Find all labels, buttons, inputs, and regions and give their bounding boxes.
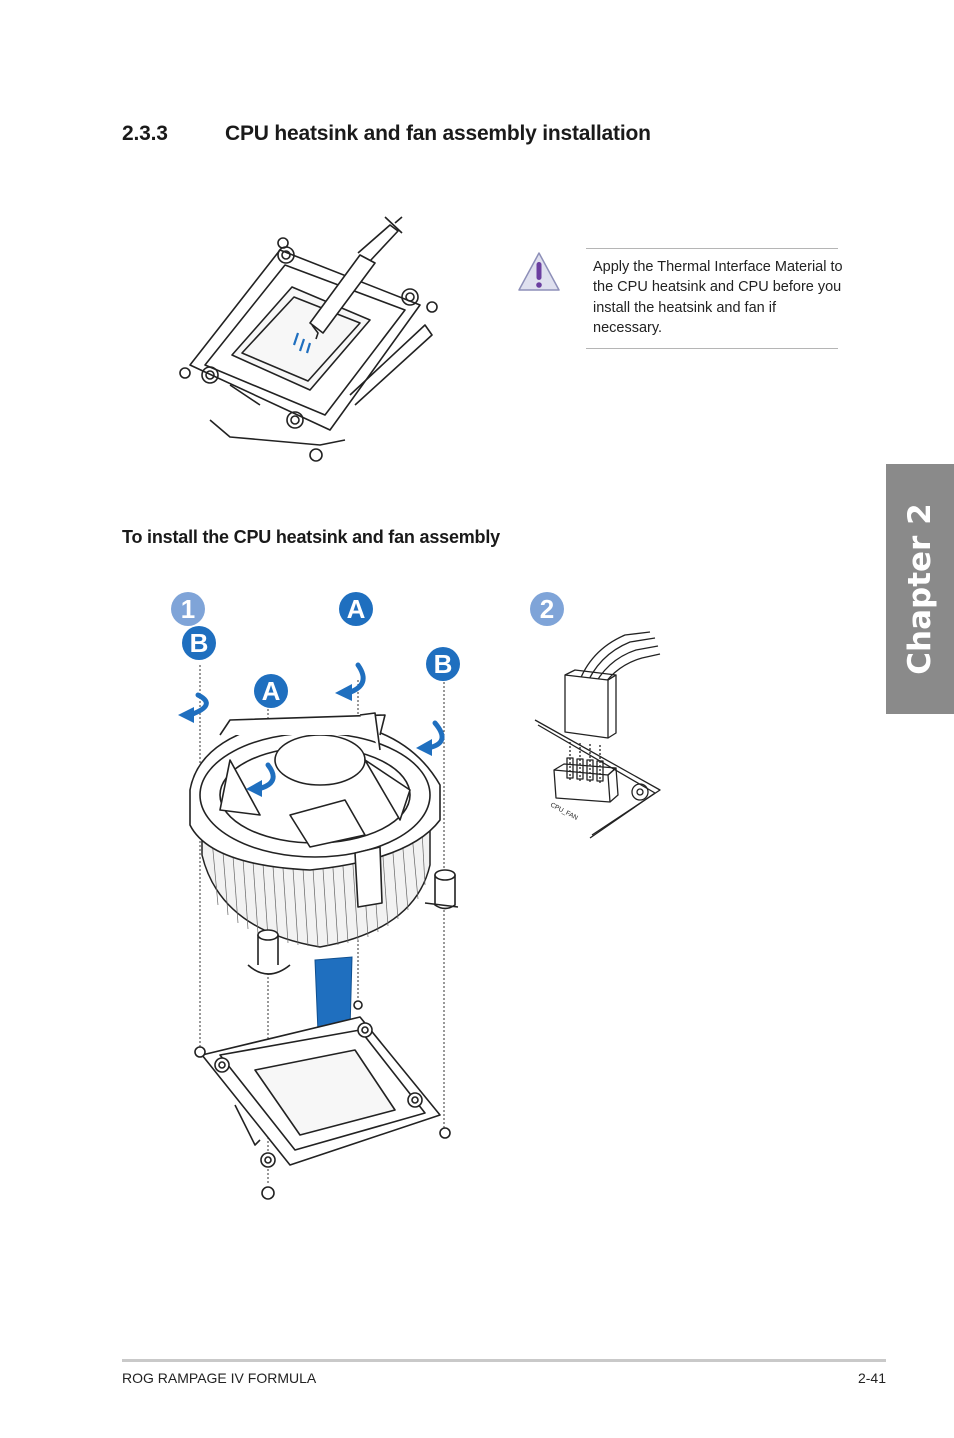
note-bottom-rule [586, 348, 838, 349]
note-text: Apply the Thermal Interface Material to … [593, 259, 843, 337]
warning-triangle-icon [518, 252, 560, 291]
svg-text:B: B [190, 628, 209, 658]
heatsink-assembly-illustration [178, 662, 459, 1200]
subheading: To install the CPU heatsink and fan asse… [122, 527, 500, 547]
step-2-badge: 2 [530, 592, 564, 626]
cpu-fan-connector-illustration: CPU_FAN [534, 631, 661, 839]
svg-text:B: B [434, 649, 453, 679]
svg-text:A: A [347, 594, 366, 624]
footer-page-number: 2-41 [857, 1370, 886, 1386]
chapter-label: Chapter 2 [902, 503, 938, 675]
label-a-badge-top: A [339, 592, 373, 626]
section-number: 2.3.3 [122, 122, 168, 145]
svg-text:A: A [262, 676, 281, 706]
thermal-paste-illustration [179, 216, 438, 462]
footer-product-name: ROG RAMPAGE IV FORMULA [122, 1370, 317, 1386]
label-b-badge-right: B [426, 647, 460, 681]
footer-rule [122, 1359, 886, 1362]
chapter-tab: Chapter 2 [886, 464, 954, 714]
step-1-badge: 1 [171, 592, 205, 626]
note-top-rule [586, 248, 838, 249]
svg-text:1: 1 [181, 594, 195, 624]
label-b-badge-left: B [182, 626, 216, 660]
svg-text:2: 2 [540, 594, 554, 624]
cpu-fan-label: CPU_FAN [549, 802, 579, 822]
label-a-badge-left: A [254, 674, 288, 708]
section-heading: CPU heatsink and fan assembly installati… [225, 122, 651, 145]
section-title: 2.3.3 CPU heatsink and fan assembly insta… [122, 122, 651, 146]
